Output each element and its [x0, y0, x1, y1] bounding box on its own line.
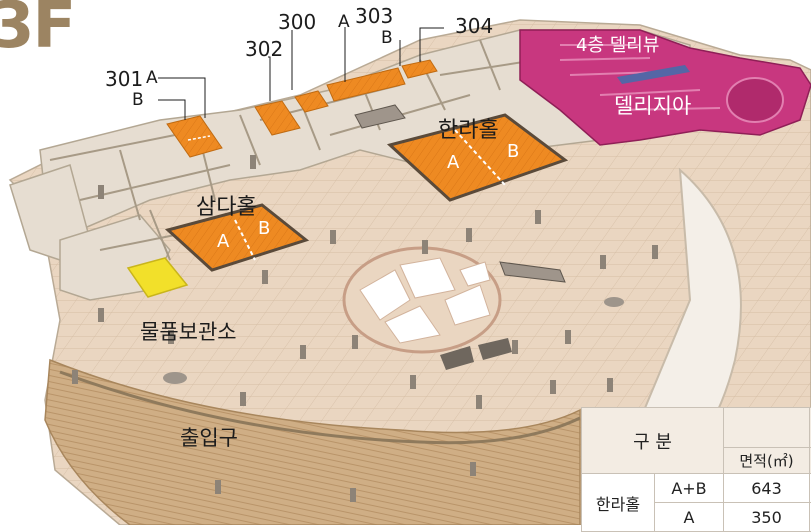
- table-sub-cell: A: [655, 503, 724, 532]
- entrance-label: 출입구: [180, 428, 238, 449]
- room-301-a-label: A: [146, 70, 158, 87]
- table-header-category: 구 분: [582, 408, 724, 474]
- storage-label: 물품보관소: [140, 322, 237, 343]
- area-table: 구 분 면적(㎡) 한라홀 A+B 643 A 350: [581, 407, 811, 532]
- table-group-cell: 한라홀: [582, 474, 655, 532]
- table-area-cell: 643: [724, 474, 810, 503]
- room-301-b-label: B: [132, 92, 144, 109]
- table-sub-cell: A+B: [655, 474, 724, 503]
- room-302-label: 302: [245, 39, 283, 59]
- samda-hall-label: 삼다홀: [196, 197, 257, 219]
- room-301-label: 301: [105, 69, 143, 89]
- samda-a-label: A: [217, 233, 229, 251]
- table-area-cell: 350: [724, 503, 810, 532]
- room-304-label: 304: [455, 16, 493, 36]
- deli-zia-label: 델리지아: [614, 96, 691, 117]
- table-header-blank: [724, 408, 810, 448]
- table-header-area: 면적(㎡): [724, 448, 810, 474]
- halla-hall-label: 한라홀: [438, 120, 499, 142]
- room-303-a-label: A: [338, 14, 350, 31]
- room-303-label: 303: [355, 6, 393, 26]
- deli-view-label: 4층 델리뷰: [576, 37, 659, 55]
- room-303-b-label: B: [381, 30, 393, 47]
- samda-b-label: B: [258, 220, 270, 238]
- halla-b-label: B: [507, 143, 519, 161]
- floor-code: 3F: [0, 0, 74, 58]
- halla-a-label: A: [447, 154, 459, 172]
- room-300-label: 300: [278, 12, 316, 32]
